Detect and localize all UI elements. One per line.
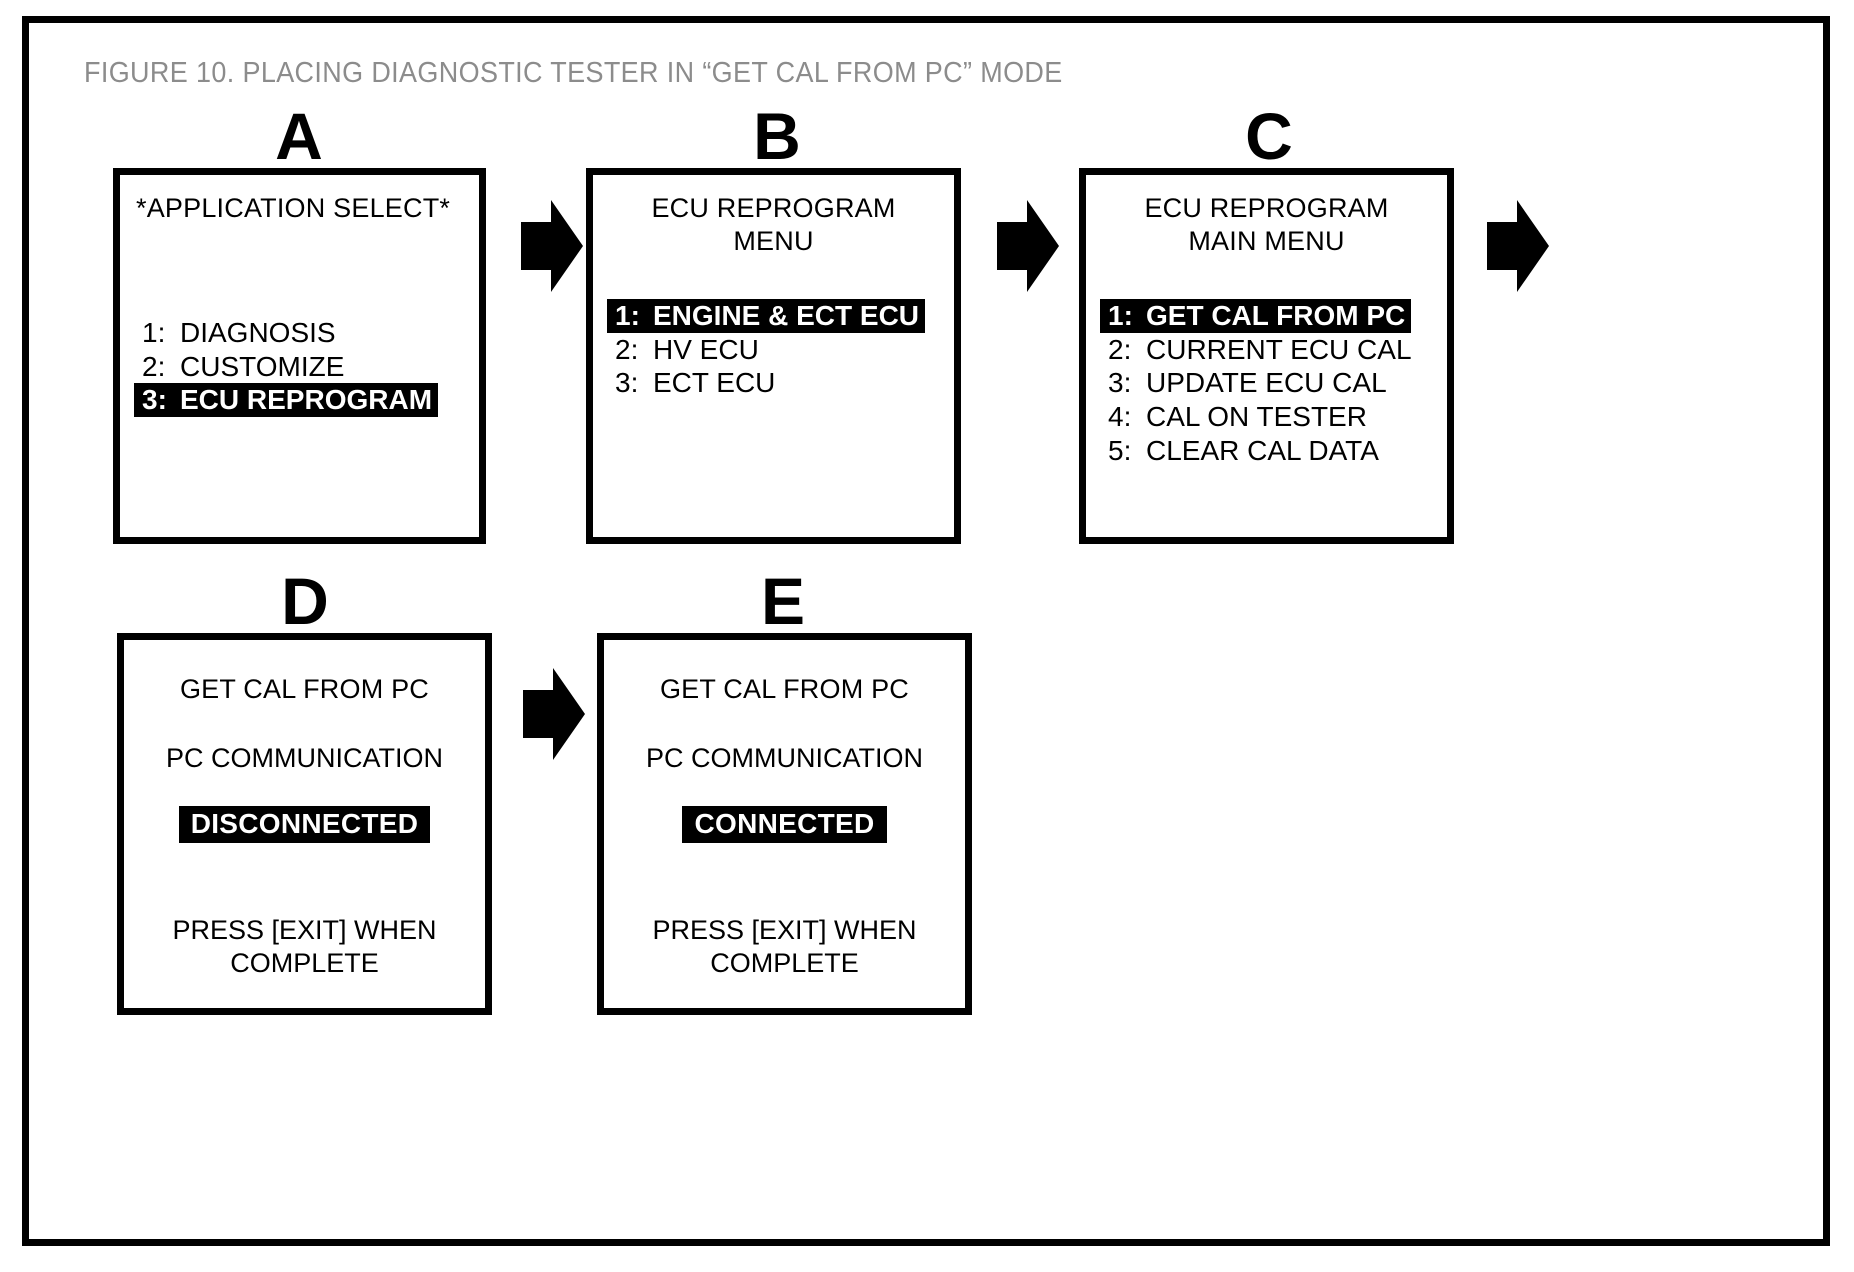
menu-item-label: ECU REPROGRAM: [180, 384, 433, 416]
panel-b-menu[interactable]: 1: ENGINE & ECT ECU 2: HV ECU 3: ECT ECU: [607, 299, 954, 400]
panel-letter-d: D: [281, 564, 329, 638]
menu-item-label: UPDATE ECU CAL: [1146, 367, 1387, 399]
panel-d-header: GET CAL FROM PC: [179, 674, 430, 704]
figure-title: FIGURE 10. PLACING DIAGNOSTIC TESTER IN …: [84, 57, 1063, 89]
menu-item-ect-ecu[interactable]: 3: ECT ECU: [607, 366, 781, 400]
panel-a-header: *APPLICATION SELECT*: [136, 193, 451, 223]
panel-c-header-line2: MAIN MENU: [1188, 226, 1345, 256]
menu-item-index: 3:: [1108, 367, 1132, 399]
tester-screen-d: GET CAL FROM PC PC COMMUNICATION DISCONN…: [117, 633, 492, 1015]
menu-item-index: 5:: [1108, 434, 1132, 466]
menu-item-hv-ecu[interactable]: 2: HV ECU: [607, 333, 765, 367]
status-badge-connected: CONNECTED: [682, 806, 887, 843]
menu-item-index: 4:: [1108, 400, 1132, 432]
menu-item-customize[interactable]: 2: CUSTOMIZE: [134, 350, 350, 384]
menu-item-index: 2:: [142, 350, 166, 382]
tester-screen-c: ECU REPROGRAM MAIN MENU 1: GET CAL FROM …: [1079, 168, 1454, 544]
tester-screen-b: ECU REPROGRAM MENU 1: ENGINE & ECT ECU 2…: [586, 168, 961, 544]
panel-e-footer-line2: COMPLETE: [710, 948, 859, 978]
panel-d-subject: PC COMMUNICATION: [166, 743, 443, 773]
menu-item-engine-ect-ecu[interactable]: 1: ENGINE & ECT ECU: [607, 299, 926, 333]
panel-e-status-wrap: CONNECTED: [604, 806, 965, 843]
panel-c-header-line1: ECU REPROGRAM: [1144, 193, 1389, 223]
menu-item-index: 1:: [1108, 300, 1133, 331]
menu-item-label: CLEAR CAL DATA: [1146, 434, 1379, 466]
menu-item-ecu-reprogram[interactable]: 3: ECU REPROGRAM: [134, 383, 439, 417]
menu-item-index: 2:: [615, 333, 639, 365]
menu-item-get-cal-from-pc[interactable]: 1: GET CAL FROM PC: [1100, 299, 1412, 333]
figure-outer-frame: FIGURE 10. PLACING DIAGNOSTIC TESTER IN …: [22, 16, 1830, 1246]
menu-item-cal-on-tester[interactable]: 4: CAL ON TESTER: [1100, 400, 1373, 434]
menu-item-current-ecu-cal[interactable]: 2: CURRENT ECU CAL: [1100, 333, 1418, 367]
panel-letter-a: A: [275, 99, 323, 173]
menu-item-label: CURRENT ECU CAL: [1146, 333, 1412, 365]
menu-item-label: ENGINE & ECT ECU: [653, 300, 920, 331]
menu-item-index: 3:: [615, 367, 639, 399]
menu-item-update-ecu-cal[interactable]: 3: UPDATE ECU CAL: [1100, 366, 1393, 400]
menu-item-label: CAL ON TESTER: [1146, 400, 1367, 432]
tester-screen-a: *APPLICATION SELECT* 1: DIAGNOSIS 2: CUS…: [113, 168, 486, 544]
arrow-d-to-e: [523, 668, 585, 760]
panel-e-footer-line1: PRESS [EXIT] WHEN: [652, 915, 917, 945]
menu-item-index: 1:: [615, 300, 640, 331]
arrow-a-to-b: [521, 200, 583, 292]
panel-b-header-line2: MENU: [733, 226, 814, 256]
menu-item-label: HV ECU: [653, 333, 759, 365]
menu-item-index: 2:: [1108, 333, 1132, 365]
menu-item-label: GET CAL FROM PC: [1146, 300, 1406, 331]
panel-e-subject: PC COMMUNICATION: [646, 743, 923, 773]
tester-screen-e: GET CAL FROM PC PC COMMUNICATION CONNECT…: [597, 633, 972, 1015]
panel-a-menu[interactable]: 1: DIAGNOSIS 2: CUSTOMIZE 3: ECU REPROGR…: [134, 316, 479, 417]
panel-letter-e: E: [760, 564, 806, 638]
panel-d-footer-line2: COMPLETE: [230, 948, 379, 978]
panel-d-status-wrap: DISCONNECTED: [124, 806, 485, 843]
panel-b-header-line1: ECU REPROGRAM: [651, 193, 896, 223]
arrow-c-to-next: [1487, 200, 1549, 292]
panel-c-menu[interactable]: 1: GET CAL FROM PC 2: CURRENT ECU CAL 3:…: [1100, 299, 1447, 467]
menu-item-clear-cal-data[interactable]: 5: CLEAR CAL DATA: [1100, 434, 1385, 468]
panel-d-footer-line1: PRESS [EXIT] WHEN: [172, 915, 437, 945]
panel-e-header: GET CAL FROM PC: [659, 674, 910, 704]
menu-item-diagnosis[interactable]: 1: DIAGNOSIS: [134, 316, 342, 350]
menu-item-label: ECT ECU: [653, 367, 776, 399]
menu-item-index: 1:: [142, 317, 166, 348]
menu-item-label: CUSTOMIZE: [180, 350, 345, 382]
menu-item-label: DIAGNOSIS: [180, 317, 336, 348]
menu-item-index: 3:: [142, 384, 167, 416]
status-badge-disconnected: DISCONNECTED: [178, 806, 431, 843]
panel-letter-c: C: [1245, 99, 1293, 173]
panel-letter-b: B: [753, 99, 801, 173]
arrow-b-to-c: [997, 200, 1059, 292]
